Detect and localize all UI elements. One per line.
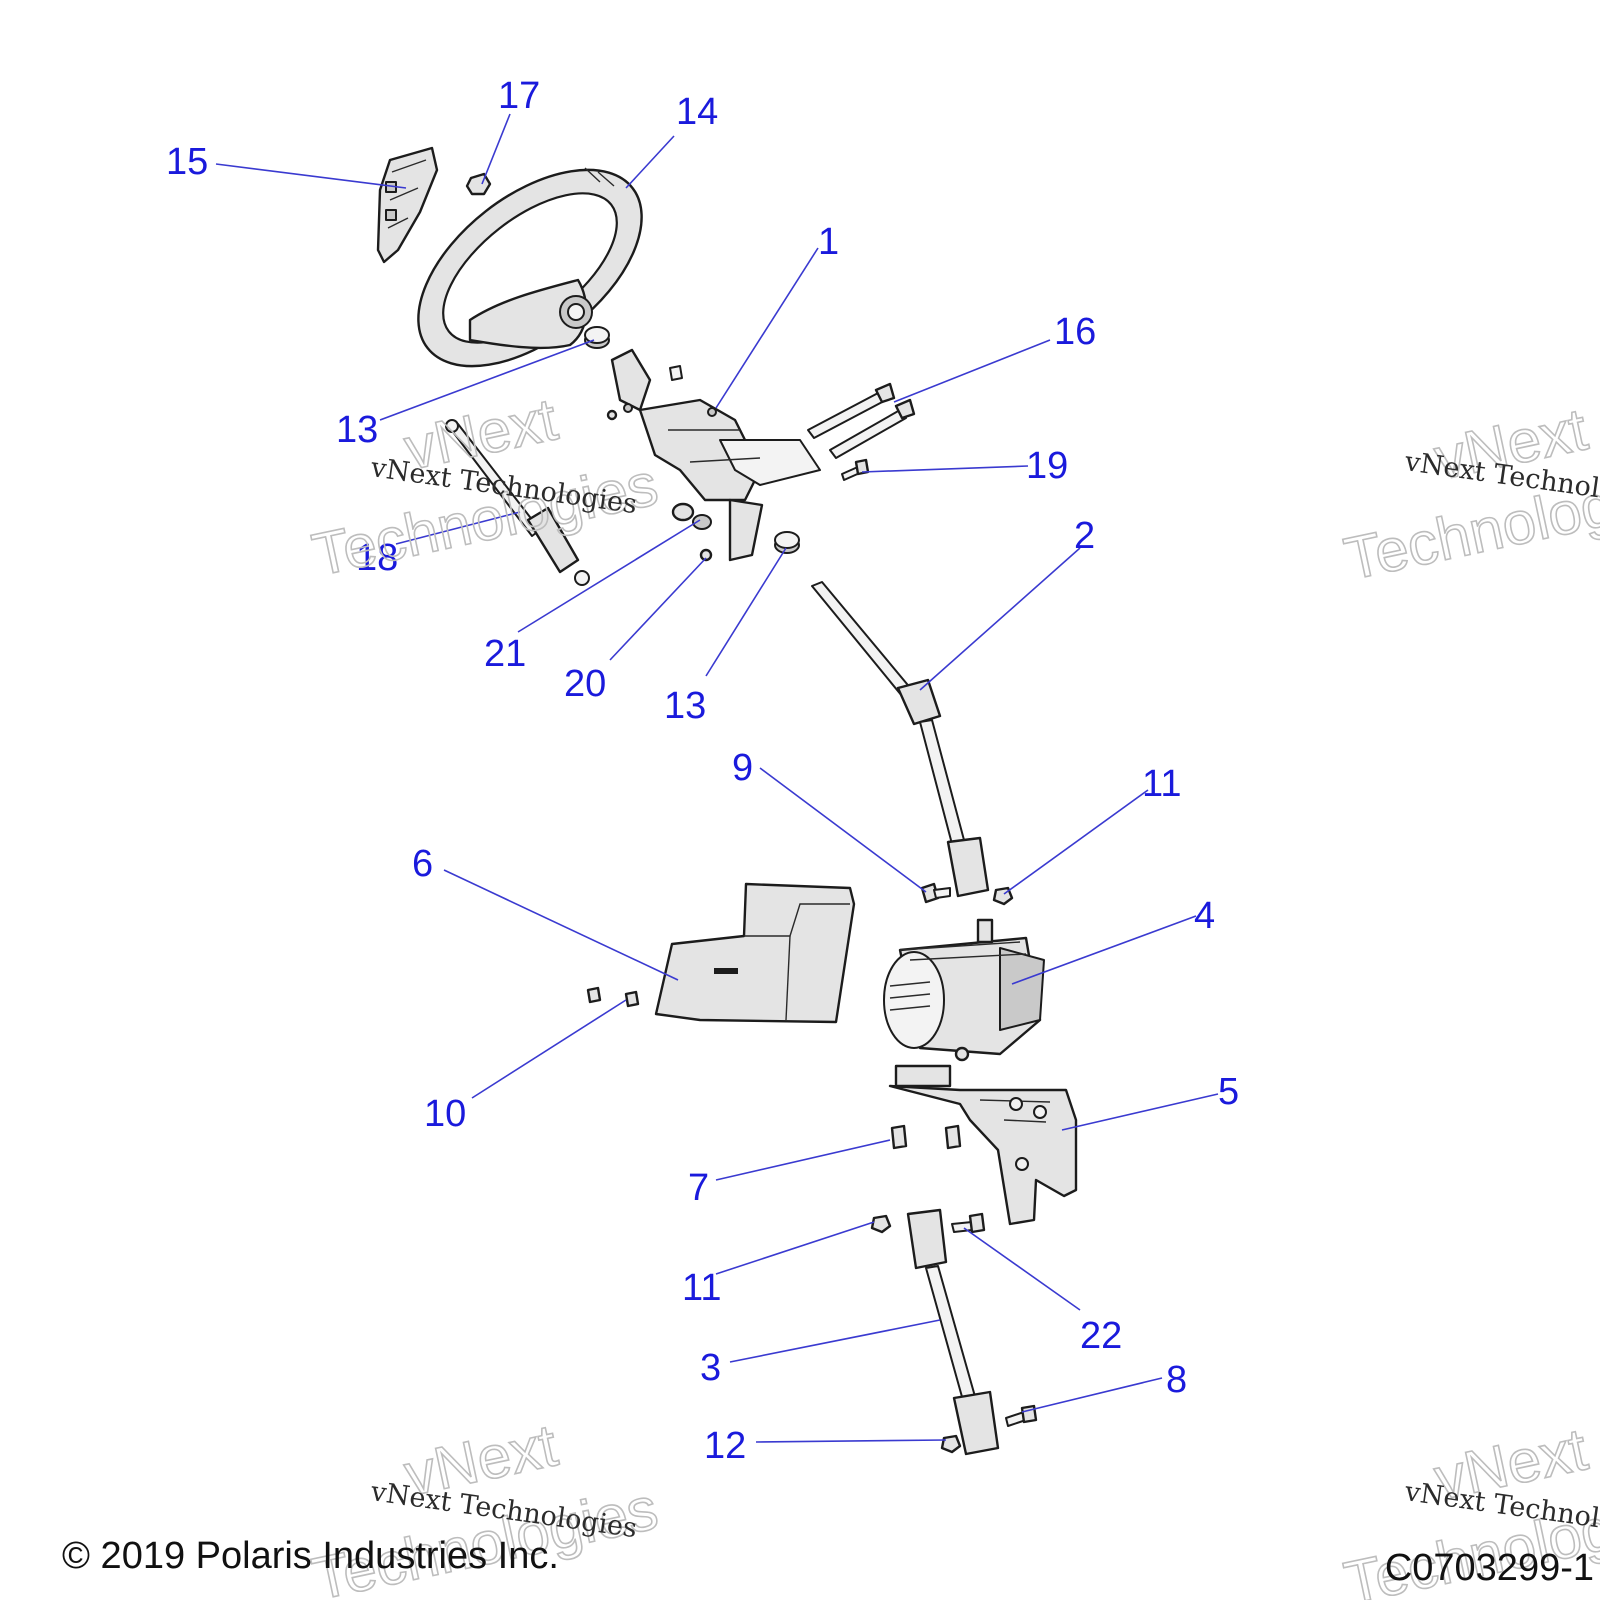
part-13-bushing-upper — [584, 326, 610, 349]
callout-20: 20 — [564, 663, 606, 705]
callout-10: 10 — [424, 1093, 466, 1135]
callout-6: 6 — [412, 843, 433, 885]
part-5-mount-bracket — [888, 1064, 1078, 1226]
part-17-nut — [465, 172, 492, 196]
callout-13-upper: 13 — [336, 409, 378, 451]
callout-11-lower: 11 — [682, 1267, 721, 1309]
callout-labels: 17 14 15 1 16 13 19 2 18 21 20 13 9 11 6… — [166, 75, 1239, 1467]
callout-2: 2 — [1074, 515, 1095, 557]
callout-14: 14 — [676, 91, 718, 133]
callout-22: 22 — [1080, 1315, 1122, 1357]
part-16-bolts — [807, 382, 916, 459]
part-12-nut — [940, 1434, 962, 1454]
callout-11-upper: 11 — [1142, 763, 1181, 805]
part-21-bushing — [671, 502, 712, 530]
part-11-nut-lower — [870, 1214, 892, 1234]
callout-1: 1 — [818, 221, 839, 263]
callout-18: 18 — [356, 537, 398, 579]
callout-3: 3 — [700, 1347, 721, 1389]
leader-lines — [215, 113, 1219, 1443]
part-22-bolt — [951, 1212, 986, 1234]
part-9-bolt — [920, 882, 951, 904]
callout-21: 21 — [484, 633, 526, 675]
callout-12: 12 — [704, 1425, 746, 1467]
watermark-right-upper: vNext Technologies vNext Technologies — [1338, 394, 1600, 593]
callout-13-lower: 13 — [664, 685, 706, 727]
part-6-cover — [654, 882, 856, 1024]
part-15-horn-cover — [376, 146, 439, 264]
part-1-column-bracket — [610, 348, 821, 562]
part-19-bolt — [841, 458, 870, 481]
callout-8: 8 — [1166, 1359, 1187, 1401]
part-14-steering-wheel — [417, 167, 643, 368]
callout-9: 9 — [732, 747, 753, 789]
callout-19: 19 — [1026, 445, 1068, 487]
part-4-power-steering-unit — [883, 918, 1045, 1062]
part-2-upper-shaft — [811, 581, 990, 898]
callout-16: 16 — [1054, 311, 1096, 353]
callout-5: 5 — [1218, 1071, 1239, 1113]
part-20-nut — [699, 548, 713, 562]
callout-15: 15 — [166, 141, 208, 183]
copyright-text: © 2019 Polaris Industries Inc. — [62, 1535, 559, 1577]
figure-id: C0703299-1 — [1385, 1547, 1594, 1589]
part-3-lower-shaft — [906, 1208, 1000, 1456]
part-7-bolts — [890, 1124, 962, 1150]
callout-4: 4 — [1194, 895, 1215, 937]
part-10-clips — [586, 986, 640, 1008]
part-18-gas-strut — [445, 419, 590, 586]
part-13-bushing-lower — [774, 531, 800, 554]
callout-7: 7 — [688, 1167, 709, 1209]
callout-17: 17 — [498, 75, 540, 117]
